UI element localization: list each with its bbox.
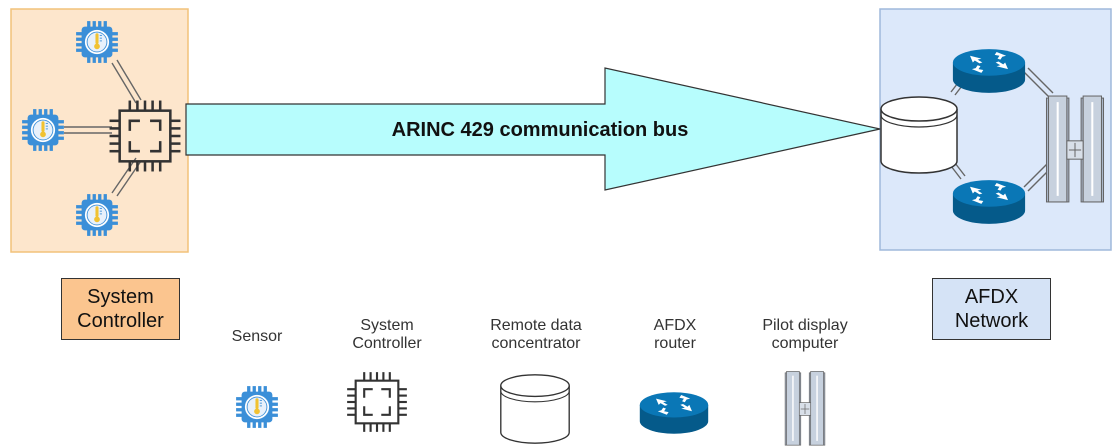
- system-controller-label-line1: System: [87, 286, 154, 308]
- legend-label-pilot-display-computer: Pilot display computer: [740, 317, 870, 354]
- legend-label-sensor: Sensor: [212, 328, 302, 346]
- legend-line1: Remote data: [490, 317, 582, 334]
- legend-label-remote-data-concentrator: Remote data concentrator: [466, 317, 606, 354]
- bus-label: ARINC 429 communication bus: [391, 119, 689, 141]
- database-icon: [500, 374, 570, 444]
- router-icon: [952, 180, 1026, 224]
- system-controller-label-line2: Controller: [77, 310, 164, 332]
- afdx-network-label: AFDX Network: [932, 278, 1051, 340]
- router-icon: [952, 49, 1026, 93]
- legend-line1: AFDX: [653, 317, 697, 334]
- legend-line2: computer: [771, 335, 839, 353]
- system-controller-label: System Controller: [61, 278, 180, 340]
- router-icon: [639, 392, 709, 434]
- chip-icon: [346, 371, 408, 433]
- legend-label-system-controller: System Controller: [332, 317, 442, 354]
- legend-line2: router: [654, 335, 696, 353]
- legend-line1: Pilot display: [762, 317, 848, 334]
- legend-line1: System: [360, 317, 414, 334]
- legend-line1: Sensor: [231, 328, 283, 345]
- afdx-network-label-line2: Network: [954, 310, 1029, 332]
- legend-line2: concentrator: [491, 335, 581, 353]
- afdx-network-label-line1: AFDX: [964, 286, 1019, 308]
- database-icon: [880, 96, 958, 174]
- legend-label-afdx-router: AFDX router: [630, 317, 720, 354]
- bus-arrow: [185, 67, 881, 191]
- display-computer-icon: [784, 370, 826, 447]
- sensor-icon: [235, 385, 279, 429]
- legend-line2: Controller: [352, 335, 422, 353]
